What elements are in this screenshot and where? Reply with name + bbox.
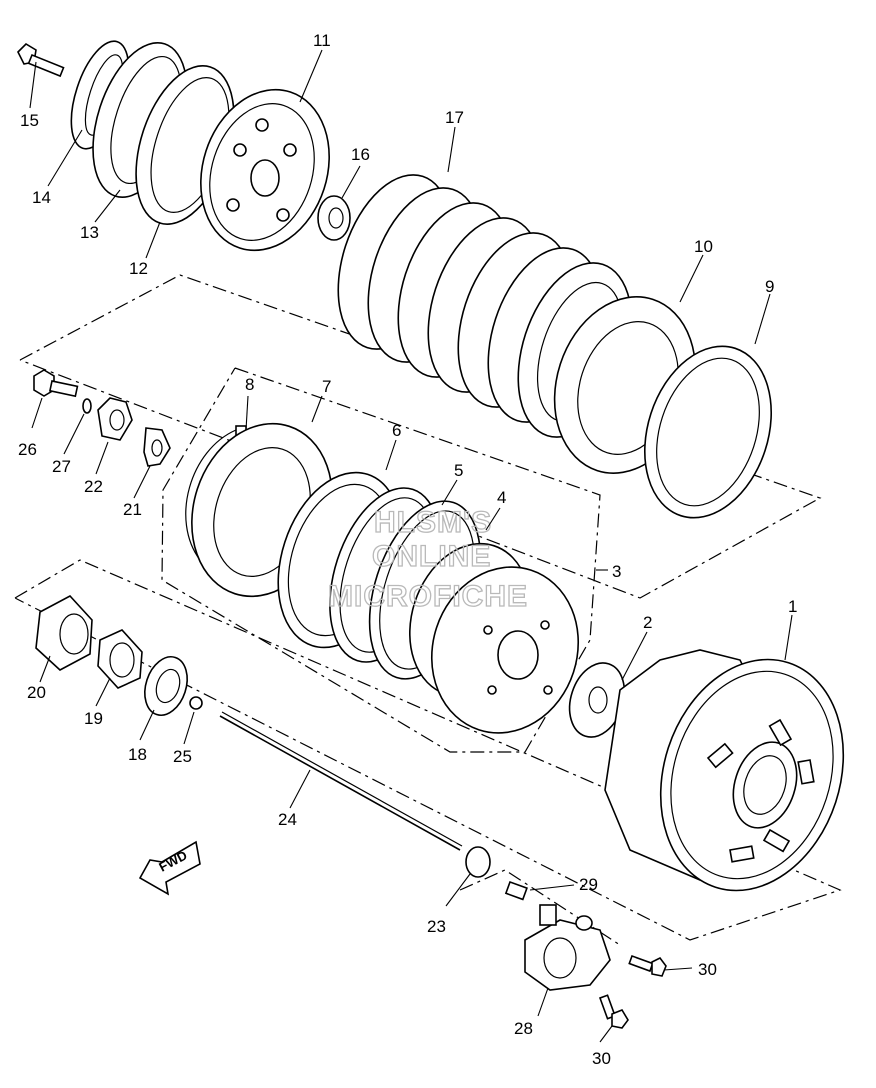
oil-seal-23	[465, 846, 491, 878]
label-11: 11	[313, 31, 331, 50]
nut-22	[97, 397, 133, 441]
label-23: 23	[427, 917, 446, 936]
bolt-30a	[628, 954, 667, 977]
label-22: 22	[84, 477, 103, 496]
bearing-18	[144, 656, 188, 716]
label-8: 8	[245, 375, 254, 394]
thrust-washer-2	[568, 662, 626, 738]
label-9: 9	[765, 277, 774, 296]
collar-20	[35, 595, 93, 671]
label-5: 5	[454, 461, 463, 480]
label-6: 6	[392, 421, 401, 440]
pressure-plate-11	[200, 88, 330, 252]
label-28: 28	[514, 1019, 533, 1038]
label-4: 4	[497, 488, 506, 507]
pin-29	[504, 880, 528, 901]
watermark-line-3: MICROFICHE	[328, 580, 528, 613]
bearing-16	[317, 195, 351, 241]
label-21: 21	[123, 500, 142, 519]
label-10: 10	[694, 237, 713, 256]
watermark-line-1: HLSM'S	[374, 506, 492, 539]
label-25: 25	[173, 747, 192, 766]
lower-group-outline	[14, 559, 842, 941]
bush-19	[97, 629, 143, 689]
label-2: 2	[643, 613, 652, 632]
bolt-30b	[598, 994, 629, 1029]
label-16: 16	[351, 145, 370, 164]
washer-27	[82, 398, 92, 414]
label-17: 17	[445, 108, 464, 127]
clutch-boss-assembly-outline	[161, 367, 601, 753]
label-7: 7	[322, 377, 331, 396]
label-15: 15	[20, 111, 39, 130]
label-27: 27	[52, 457, 71, 476]
clutch-boss-3	[409, 542, 580, 734]
part-labels: 1 2 3 4 5 6 7 8 9 10 11 12 13 14 15 16 1…	[18, 31, 797, 1068]
bolt-26	[33, 369, 79, 398]
watermark: HLSM'S ONLINE MICROFICHE	[327, 505, 528, 613]
label-26: 26	[18, 440, 37, 459]
lock-washer-21	[143, 427, 171, 467]
label-30a: 30	[698, 960, 717, 979]
label-1: 1	[788, 597, 797, 616]
label-3: 3	[612, 562, 621, 581]
push-lever-28	[524, 904, 611, 991]
bolt-15	[17, 42, 65, 78]
label-29: 29	[579, 875, 598, 894]
fwd-arrow-icon: FWD	[138, 840, 201, 896]
label-13: 13	[80, 223, 99, 242]
ball-25	[189, 696, 203, 710]
label-12: 12	[129, 259, 148, 278]
label-20: 20	[27, 683, 46, 702]
leader-lines	[29, 49, 793, 1043]
upper-group-outline	[19, 274, 822, 599]
label-19: 19	[84, 709, 103, 728]
friction-plate-9	[643, 345, 773, 519]
label-18: 18	[128, 745, 147, 764]
watermark-line-2: ONLINE	[372, 540, 491, 573]
label-14: 14	[32, 188, 51, 207]
clutch-housing-1	[604, 649, 845, 892]
label-24: 24	[278, 810, 297, 829]
push-rod-24	[219, 711, 463, 851]
label-30b: 30	[592, 1049, 611, 1068]
